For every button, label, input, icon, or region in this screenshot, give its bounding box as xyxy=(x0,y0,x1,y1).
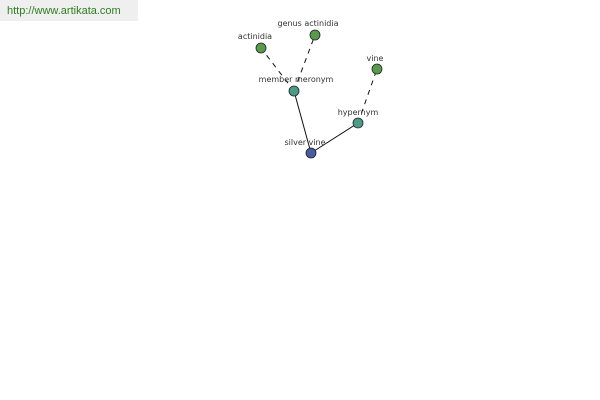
node-circle-genus-actinidia[interactable] xyxy=(309,29,321,41)
node-silver-vine[interactable]: silver vine xyxy=(284,138,326,159)
nodes-layer: silver vine member meronym hypernym actinid… xyxy=(238,19,384,159)
node-hypernym[interactable]: hypernym xyxy=(338,108,379,129)
node-actinidia[interactable]: actinidia xyxy=(238,32,272,54)
node-circle-vine[interactable] xyxy=(371,63,383,75)
node-label-vine: vine xyxy=(367,54,384,63)
edge-silver-vine-to-member-meronym xyxy=(293,90,312,154)
node-label-member-meronym: member meronym xyxy=(259,75,334,84)
node-circle-hypernym[interactable] xyxy=(352,117,364,129)
url-banner-link[interactable]: http://www.artikata.com xyxy=(0,0,138,21)
node-label-hypernym: hypernym xyxy=(338,108,379,117)
node-vine[interactable]: vine xyxy=(367,54,384,75)
edge-member-meronym-to-actinidia xyxy=(260,47,295,92)
edge-silver-vine-to-hypernym xyxy=(310,122,359,154)
node-member-meronym[interactable]: member meronym xyxy=(259,75,334,97)
node-genus-actinidia[interactable]: genus actinidia xyxy=(277,19,339,41)
node-label-silver-vine: silver vine xyxy=(284,138,325,147)
node-circle-silver-vine[interactable] xyxy=(305,147,317,159)
node-label-genus-actinidia: genus actinidia xyxy=(277,19,338,28)
node-label-actinidia: actinidia xyxy=(238,32,272,41)
node-circle-actinidia[interactable] xyxy=(255,42,267,54)
node-circle-member-meronym[interactable] xyxy=(288,85,300,97)
edges-layer xyxy=(260,34,378,154)
